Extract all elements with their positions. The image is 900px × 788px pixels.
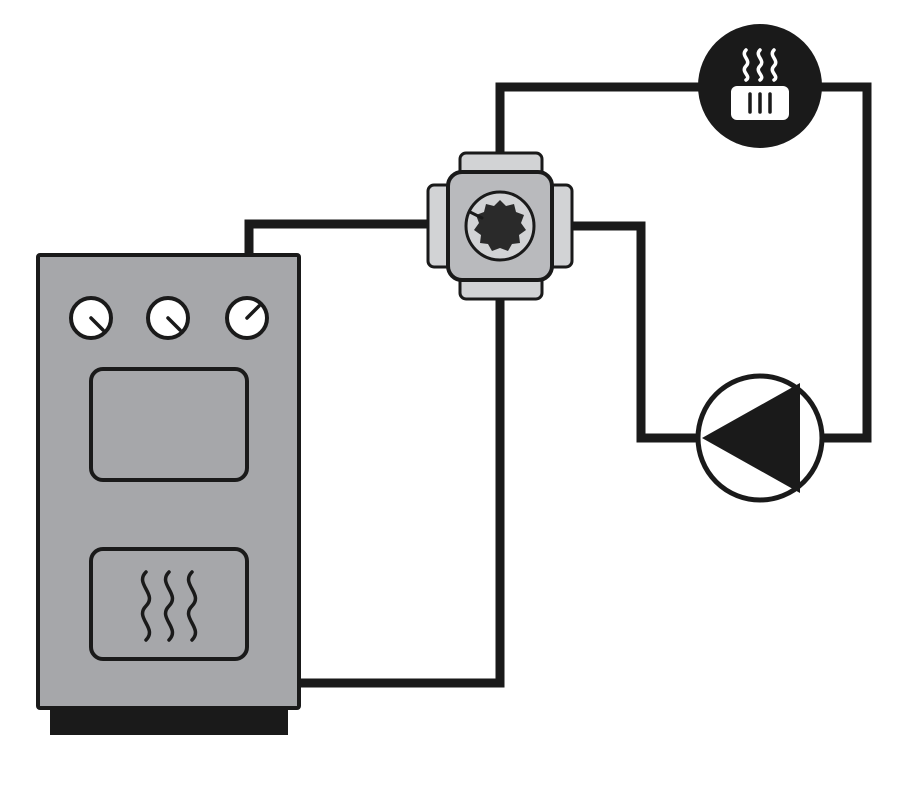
pump-arrow-icon — [702, 383, 800, 493]
heat-waves-icon — [742, 48, 778, 82]
gauge-icon — [146, 296, 190, 340]
circulation-pump — [695, 373, 825, 503]
boiler — [36, 253, 301, 735]
valve-knob-icon — [474, 200, 526, 251]
heat-waves-icon — [140, 570, 198, 642]
pipe-boiler-return — [298, 296, 505, 688]
radiator-fins — [748, 92, 772, 114]
four-way-mixing-valve — [426, 151, 574, 301]
pipe-pump-to-valve — [570, 221, 700, 443]
boiler-gauges — [69, 296, 269, 340]
gauge-icon — [69, 296, 113, 340]
radiator — [698, 24, 822, 148]
boiler-door-upper — [89, 367, 249, 482]
pipe-valve-to-radiator — [495, 82, 700, 158]
pipe-radiator-to-pump — [820, 82, 872, 443]
valve-indicator — [468, 210, 484, 220]
pipe-network — [244, 82, 872, 688]
pipe-boiler-supply — [244, 219, 432, 256]
gauge-icon — [225, 296, 269, 340]
